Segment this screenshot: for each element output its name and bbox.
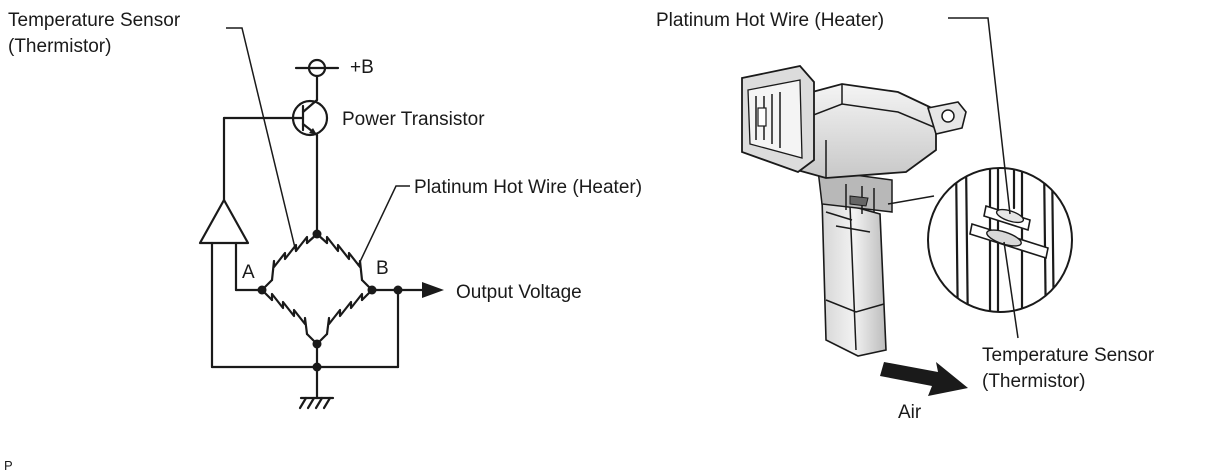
bridge-resistors [260, 232, 374, 346]
sensor-illustration: Platinum Hot Wire (Heater) Temperature S… [656, 10, 1155, 423]
corner-mark: P [4, 458, 13, 473]
sensor-temp-sensor-label-line1: Temperature Sensor [982, 345, 1155, 366]
mounting-tab [926, 101, 967, 135]
sensor-leader-lines [948, 17, 1019, 339]
output-voltage-label: Output Voltage [456, 282, 582, 303]
node-b-label: B [376, 258, 389, 279]
hot-wire-label: Platinum Hot Wire (Heater) [414, 177, 642, 198]
circuit-wires [210, 116, 424, 400]
sensor-hot-wire-label: Platinum Hot Wire (Heater) [656, 10, 884, 31]
magnified-detail [927, 167, 1073, 313]
magnifier-leader [887, 195, 935, 205]
output-arrow [422, 282, 444, 298]
junction-dots [257, 229, 403, 372]
amplifier-symbol [198, 198, 250, 245]
transistor-label: Power Transistor [342, 109, 485, 130]
circuit-diagram: +B Power Transistor [8, 10, 642, 410]
sensor-probe [821, 196, 887, 357]
ground-symbol [298, 396, 335, 410]
sensor-temp-sensor-label-line2: (Thermistor) [982, 371, 1085, 392]
air-flow-arrow [880, 362, 968, 396]
circuit-leader-lines [226, 27, 410, 267]
power-transistor-symbol [222, 98, 329, 137]
supply-terminal [294, 58, 340, 102]
temp-sensor-label-line2: (Thermistor) [8, 36, 111, 57]
supply-label: +B [350, 57, 374, 78]
sensing-element [817, 169, 893, 214]
node-a-label: A [242, 262, 255, 283]
air-label: Air [898, 402, 922, 423]
sensor-connector [741, 65, 815, 174]
temp-sensor-label-line1: Temperature Sensor [8, 10, 181, 31]
